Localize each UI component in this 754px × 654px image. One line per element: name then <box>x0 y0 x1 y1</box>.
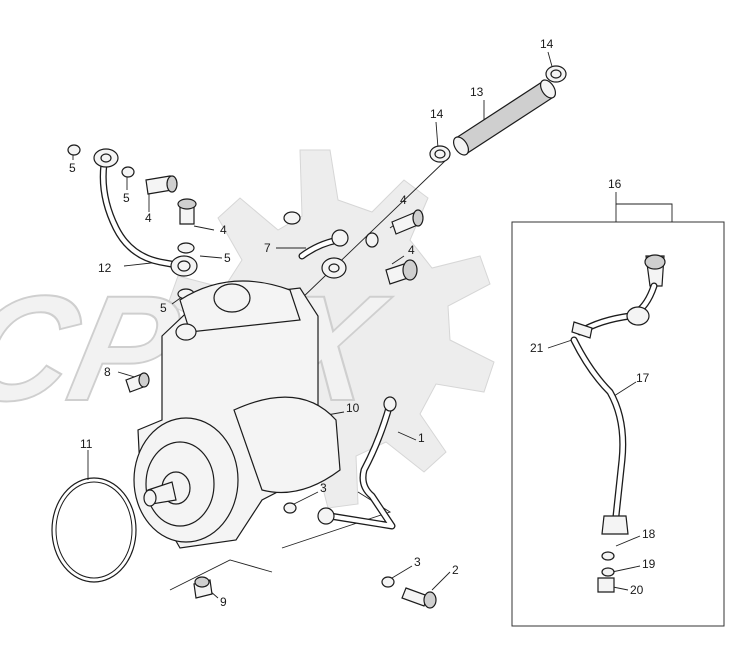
part-14-clamp-top <box>545 65 567 83</box>
callout-4-b: 4 <box>220 223 227 237</box>
part-11-o-ring <box>51 477 137 583</box>
part-13-filter-tube <box>452 79 557 156</box>
callout-labels: 14 13 14 16 5 5 4 4 5 12 5 7 4 4 21 17 8… <box>69 37 656 609</box>
callout-5-a: 5 <box>69 161 76 175</box>
callout-4-a: 4 <box>145 211 152 225</box>
callout-16: 16 <box>608 177 622 191</box>
callout-19: 19 <box>642 557 656 571</box>
callout-11: 11 <box>80 437 93 451</box>
compressor-body <box>133 280 341 549</box>
leader-lines <box>72 51 673 599</box>
callout-13: 13 <box>470 85 484 99</box>
callout-21: 21 <box>530 341 544 355</box>
part-12-pipe <box>93 148 198 277</box>
callout-5-c: 5 <box>224 251 231 265</box>
callout-14-lower: 14 <box>430 107 444 121</box>
lower-fasteners <box>125 372 437 609</box>
callout-20: 20 <box>630 583 644 597</box>
callout-5-d: 5 <box>160 301 167 315</box>
callout-5-b: 5 <box>123 191 130 205</box>
callout-12: 12 <box>98 261 112 275</box>
callout-10: 10 <box>346 401 360 415</box>
part-1-pipe <box>317 396 397 530</box>
callout-7: 7 <box>264 241 271 255</box>
washers-5 <box>67 144 379 300</box>
inset-parts <box>570 254 666 593</box>
bolts-4 <box>145 175 424 285</box>
callout-8: 8 <box>104 365 111 379</box>
callout-4-c: 4 <box>400 193 407 207</box>
callout-1: 1 <box>418 431 425 445</box>
callout-14-top: 14 <box>540 37 554 51</box>
part-14-clamp-lower <box>429 145 451 163</box>
inset-box <box>511 221 725 627</box>
callout-2: 2 <box>452 563 459 577</box>
callout-3-a: 3 <box>320 481 327 495</box>
callout-4-d: 4 <box>408 243 415 257</box>
callout-3-b: 3 <box>414 555 421 569</box>
callout-18: 18 <box>642 527 656 541</box>
part-7-fitting <box>298 229 349 279</box>
callout-17: 17 <box>636 371 650 385</box>
callout-9: 9 <box>220 595 227 609</box>
